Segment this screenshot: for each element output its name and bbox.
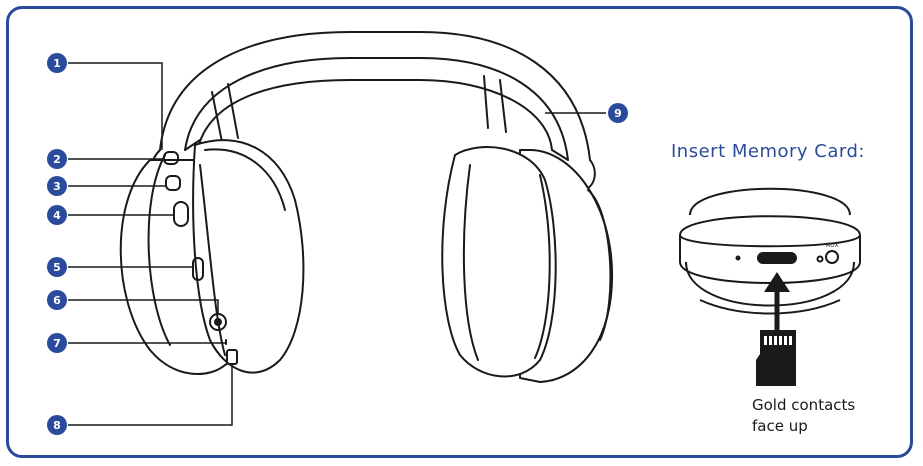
button-2 — [163, 151, 179, 165]
button-3 — [165, 175, 181, 191]
callout-1: 1 — [47, 53, 67, 73]
callout-4: 4 — [47, 205, 67, 225]
note-line-1: Gold contacts — [752, 396, 855, 414]
port-5 — [192, 257, 204, 281]
aux-jack — [825, 250, 839, 264]
svg-text:2: 2 — [53, 153, 61, 166]
callout-2: 2 — [47, 149, 67, 169]
svg-text:8: 8 — [53, 419, 61, 432]
callout-3: 3 — [47, 176, 67, 196]
callout-7: 7 — [47, 333, 67, 353]
svg-text:7: 7 — [53, 337, 61, 350]
svg-text:6: 6 — [53, 294, 61, 307]
insert-arrow — [764, 272, 790, 330]
note-line-2: face up — [752, 417, 808, 435]
svg-text:4: 4 — [53, 209, 61, 222]
card-slot — [757, 252, 797, 264]
svg-text:3: 3 — [53, 180, 61, 193]
earcup-closeup — [679, 187, 861, 315]
callout-8: 8 — [47, 415, 67, 435]
microsd-card-icon — [756, 330, 796, 386]
callout-6: 6 — [47, 290, 67, 310]
svg-text:5: 5 — [53, 261, 61, 274]
callout-badges: 1 2 3 4 5 6 7 8 9 — [47, 53, 628, 435]
button-4 — [173, 201, 189, 227]
svg-text:1: 1 — [53, 57, 61, 70]
svg-text:9: 9 — [614, 107, 622, 120]
right-cushion — [441, 146, 557, 378]
callout-5: 5 — [47, 257, 67, 277]
headphones-illustration — [119, 31, 614, 383]
diagram-frame — [6, 6, 913, 458]
aux-label: AUX — [826, 242, 839, 249]
memory-card-title: Insert Memory Card: — [671, 141, 865, 162]
callout-9: 9 — [608, 103, 628, 123]
headband — [159, 31, 591, 161]
callout-lines — [68, 62, 606, 426]
